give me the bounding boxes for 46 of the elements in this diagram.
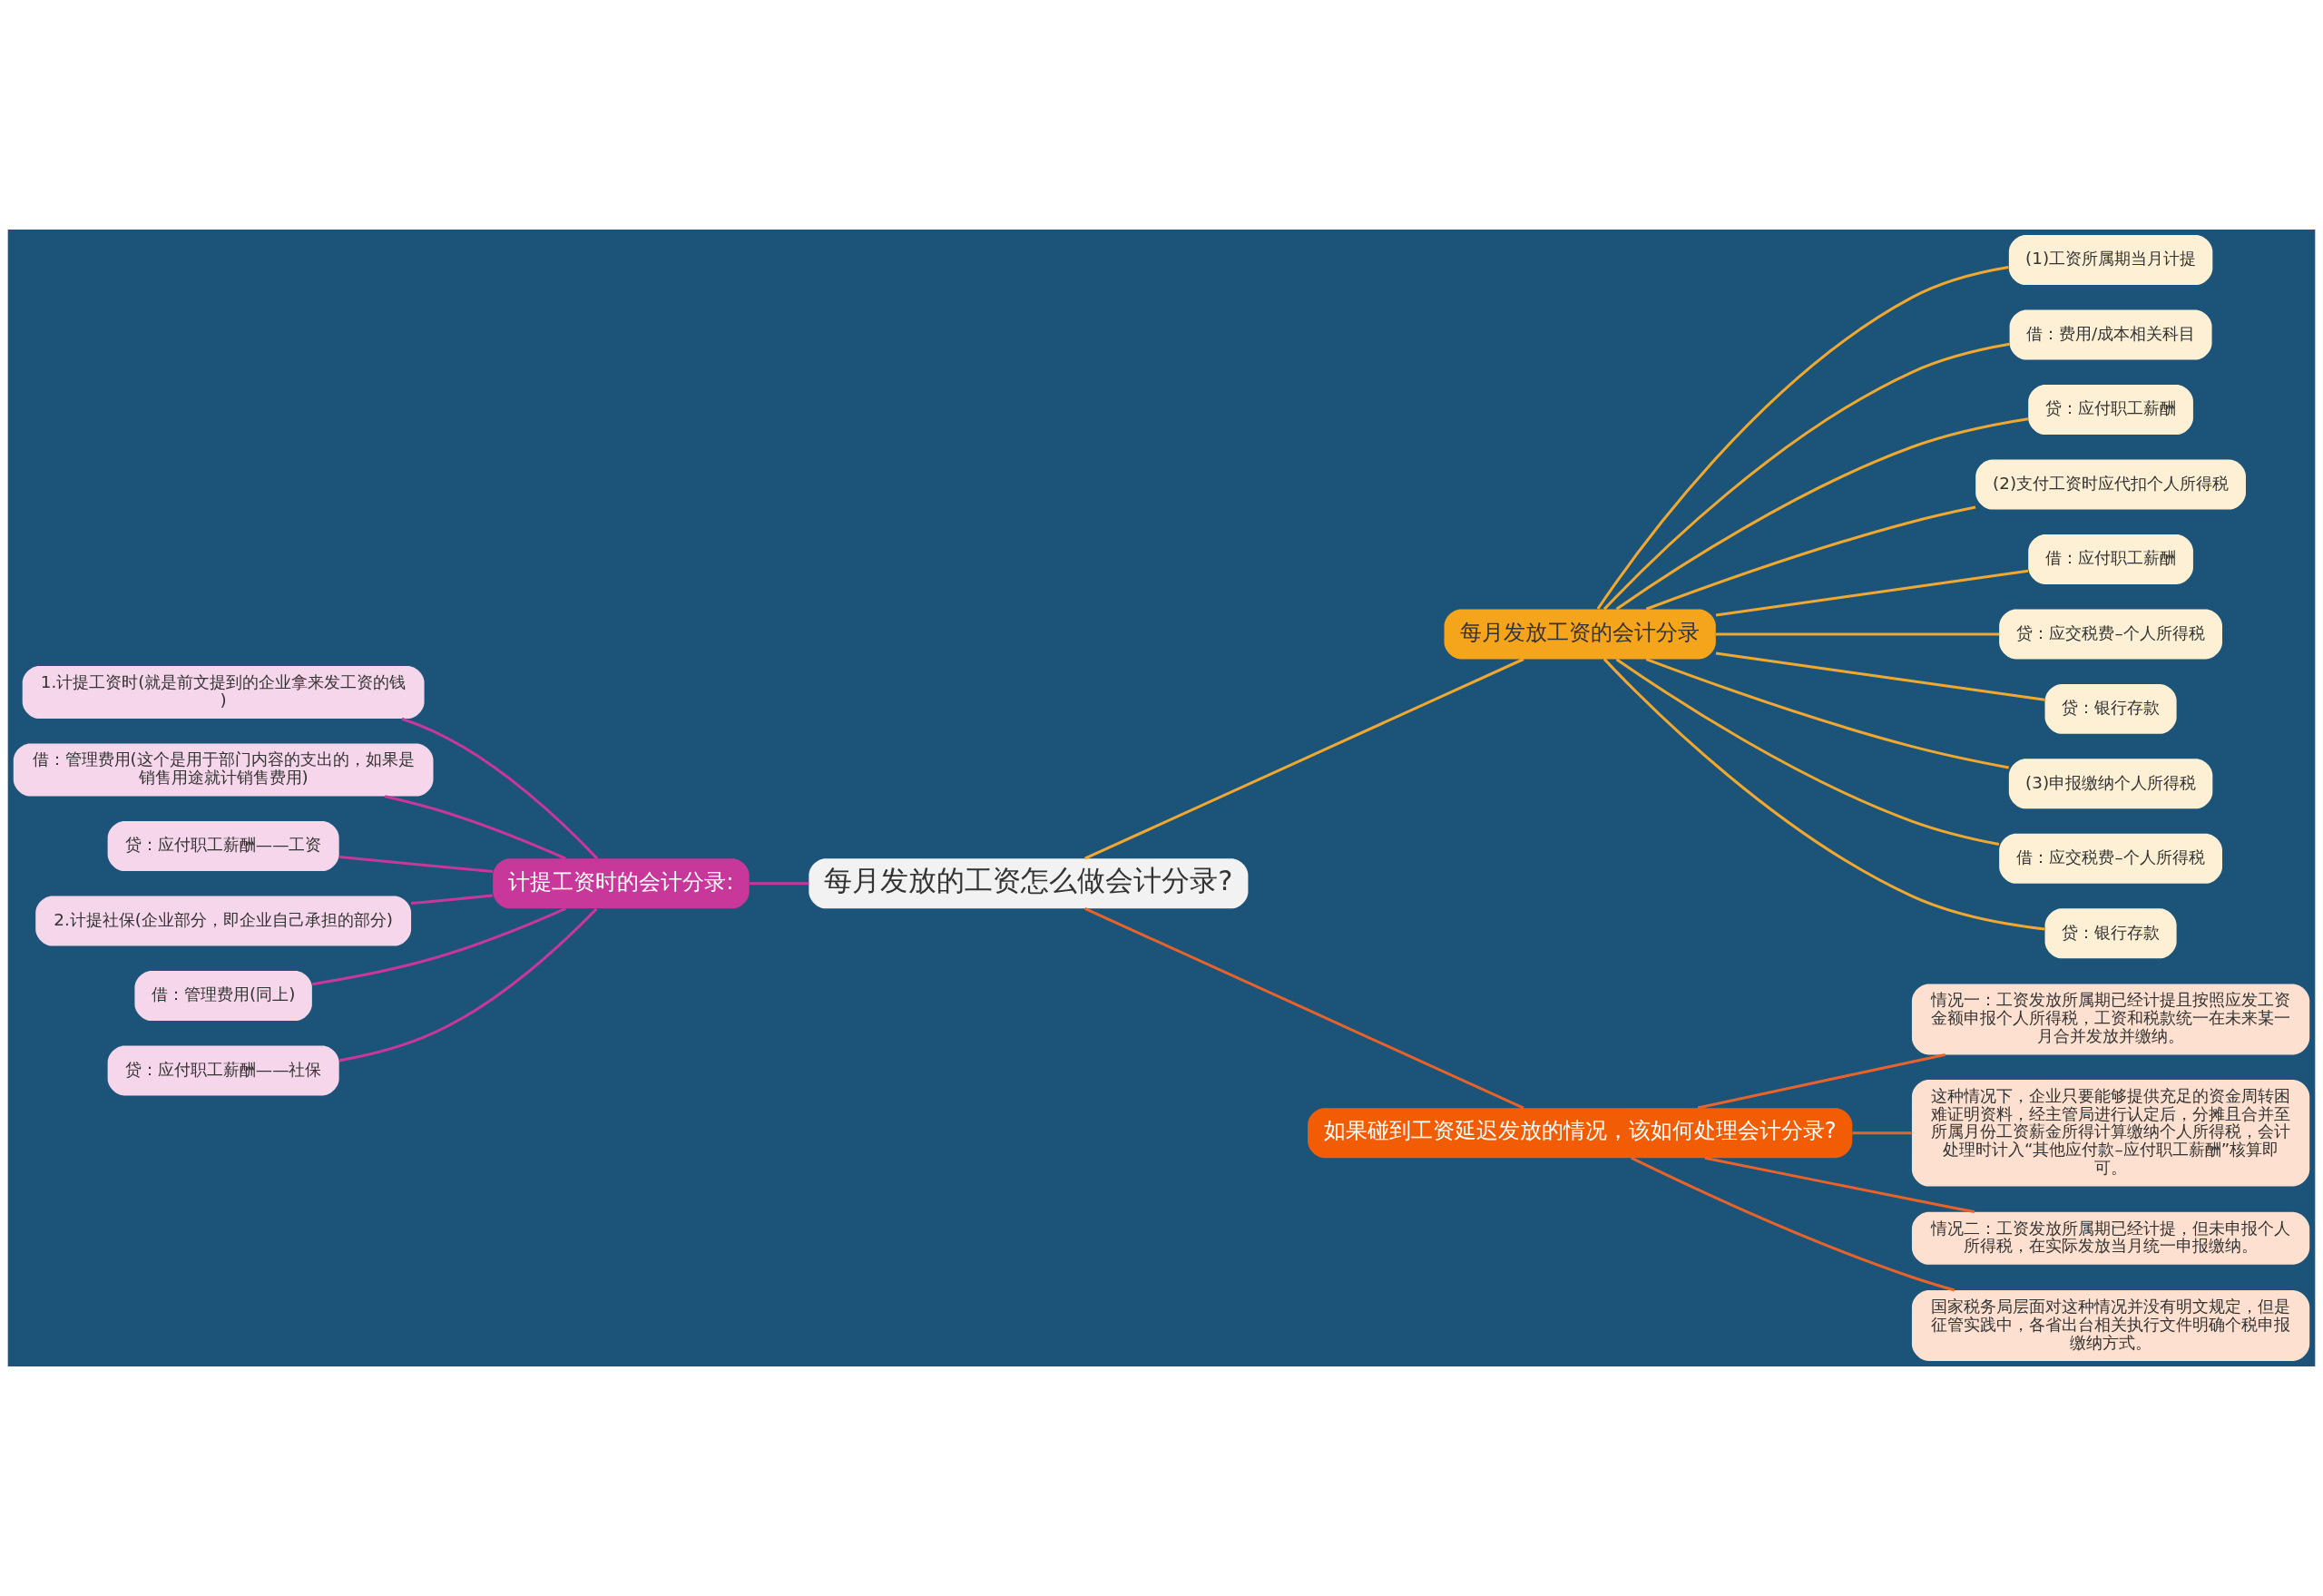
node-box: 借：费用/成本相关科目 <box>2009 309 2212 360</box>
node-box: 每月发放的工资怎么做会计分录? <box>809 858 1249 909</box>
node-box: 贷：应付职工薪酬——社保 <box>107 1045 339 1096</box>
connector <box>1716 632 1999 636</box>
node-box: 贷：银行存款 <box>2044 683 2177 734</box>
node-box: (1)工资所属期当月计提 <box>2008 235 2213 286</box>
node-box: 情况一：工资发放所属期已经计提且按照应发工资金额申报个人所得税，工资和税款统一在未来某一月合并发放并缴纳。 <box>1911 984 2310 1055</box>
connector <box>1715 651 2045 701</box>
node-box: 情况二：工资发放所属期已经计提，但未申报个人所得税，在实际发放当月统一申报缴纳。 <box>1911 1211 2310 1265</box>
connector <box>1603 658 2045 931</box>
node-box: 借：管理费用(同上) <box>134 971 312 1021</box>
connector <box>1084 658 1524 860</box>
node-box: 借：应付职工薪酬 <box>2028 534 2193 584</box>
connector <box>749 882 809 886</box>
connector <box>1596 265 2009 610</box>
node-box: 国家税务局层面对这种情况并没有明文规定，但是征管实践中，各省出台相关执行文件明确个税申报缴纳方式。 <box>1911 1290 2310 1361</box>
node-box: 计提工资时的会计分录: <box>493 858 750 909</box>
node-box: (3)申报缴纳个人所得税 <box>2008 759 2213 809</box>
connector <box>1615 658 2000 847</box>
connector <box>411 894 493 906</box>
node-box: 如果碰到工资延迟发放的情况，该如何处理会计分录? <box>1308 1108 1853 1159</box>
node-box: 借：应交税费–个人所得税 <box>1999 833 2222 884</box>
node-box: 贷：应交税费–个人所得税 <box>1999 609 2222 660</box>
connector <box>1603 342 2010 611</box>
connector <box>401 717 599 860</box>
node-box: 贷：应付职工薪酬——工资 <box>107 821 339 872</box>
node-box: 每月发放工资的会计分录 <box>1444 609 1716 660</box>
node-box: 1.计提工资时(就是前文提到的企业拿来发工资的钱) <box>22 666 425 720</box>
connector <box>1852 1131 1912 1135</box>
connector <box>312 907 566 986</box>
connector <box>1715 569 2029 617</box>
connector <box>1697 1053 1946 1110</box>
connector <box>384 795 566 860</box>
connector <box>339 856 494 874</box>
connector <box>1615 417 2029 611</box>
connector <box>1084 907 1524 1110</box>
connector <box>1645 505 1976 611</box>
connector <box>1631 1156 1955 1292</box>
node-box: 2.计提社保(企业部分，即企业自己承担的部分) <box>35 896 412 946</box>
connector <box>1645 658 2009 769</box>
node-box: 贷：银行存款 <box>2044 908 2177 959</box>
node-box: 贷：应付职工薪酬 <box>2028 385 2193 435</box>
node-box: 这种情况下，企业只要能够提供充足的资金周转困难证明资料，经主管局进行认定后，分摊且合并至所属月份工资薪金所得计算缴纳个人所得税，会计处理时计入“其他应付款–应付职工薪酬”核算即可。 <box>1911 1079 2310 1187</box>
node-box: 借：管理费用(这个是用于部门内容的支出的，如果是销售用途就计销售费用) <box>13 743 434 797</box>
node-box: (2)支付工资时应代扣个人所得税 <box>1975 459 2246 510</box>
connector <box>338 907 598 1062</box>
